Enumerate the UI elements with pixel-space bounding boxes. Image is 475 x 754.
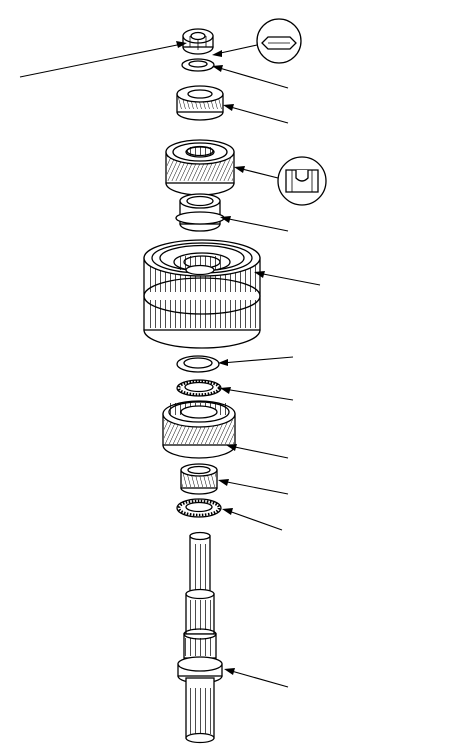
gear-hub [175, 193, 225, 232]
leader-upper-bearing [223, 104, 289, 124]
leader-needle-bearing [218, 479, 289, 495]
leader-stake-detail [212, 44, 258, 57]
leader-thrust-washer [218, 356, 294, 366]
leader-thrust-bearing [220, 387, 294, 401]
leader-lower-gear [226, 444, 289, 459]
leader-washer [212, 65, 289, 89]
leader-clutch-assembly [254, 271, 321, 286]
helical-gear [165, 139, 235, 196]
stake-detail-icon [256, 18, 302, 64]
lower-thrust-bearing [176, 498, 222, 518]
upper-bearing [176, 85, 224, 121]
clutch-assembly [143, 239, 261, 349]
locknut [182, 28, 214, 55]
leader-locknut [19, 41, 187, 78]
notch-detail-icon [277, 156, 327, 206]
leader-lines [19, 41, 321, 688]
thrust-washer [176, 355, 220, 373]
leader-mainshaft [224, 668, 289, 688]
needle-bearing [180, 463, 218, 495]
leader-notch-detail [234, 166, 279, 179]
mainshaft [177, 531, 223, 744]
thrust-bearing [176, 379, 222, 397]
lower-gear [162, 400, 236, 459]
washer [181, 58, 215, 72]
leader-lower-thrust-bearing [222, 508, 283, 531]
leader-gear-hub [220, 216, 289, 232]
